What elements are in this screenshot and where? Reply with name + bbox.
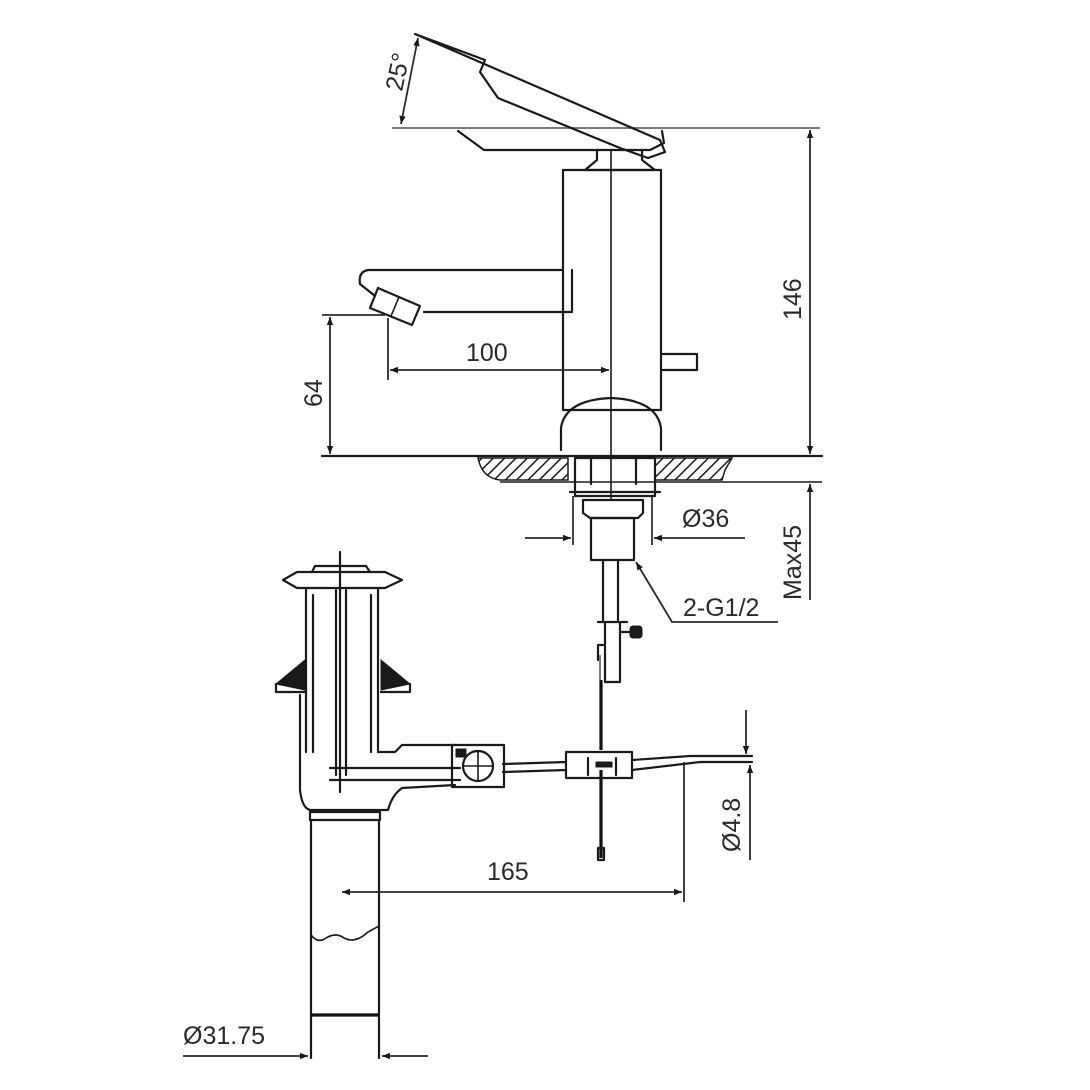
lever-handle-closed xyxy=(456,129,666,152)
pop-up-knob xyxy=(659,352,699,372)
clevis-strap-connector xyxy=(564,750,634,780)
label-rod-diameter: Ø4.8 xyxy=(718,798,746,852)
countertop xyxy=(320,454,824,622)
deck-hatch-left xyxy=(477,457,569,481)
label-spout-height: 64 xyxy=(300,379,328,407)
cartridge-cap xyxy=(583,148,657,172)
waste-body-tube xyxy=(304,586,380,754)
clevis-clip xyxy=(596,620,629,684)
deck-hatch-right xyxy=(654,457,734,481)
label-supply-thread: 2-G1/2 xyxy=(683,594,759,622)
pivot-ball-rod xyxy=(328,766,462,782)
body-dome xyxy=(559,396,663,452)
shank-upper xyxy=(573,456,657,498)
gasket-left xyxy=(274,658,306,691)
lift-rod-assembly xyxy=(501,620,754,862)
shank-lower xyxy=(589,516,636,562)
label-shank-diameter: Ø36 xyxy=(682,505,729,533)
body-cylinder xyxy=(561,168,663,412)
tailpiece xyxy=(309,818,381,1060)
dimensions xyxy=(183,37,814,1060)
spout-top xyxy=(358,268,565,298)
waste-tee-body xyxy=(298,693,457,812)
pop-up-waste xyxy=(274,550,506,1060)
gasket-right xyxy=(380,658,412,691)
pivot-nut xyxy=(450,743,506,789)
waste-flange xyxy=(281,570,404,590)
break-line xyxy=(310,925,380,942)
dim-lever-angle xyxy=(399,37,420,125)
aerator xyxy=(368,286,422,327)
label-waste-offset: 165 xyxy=(487,858,529,886)
mounting-nut xyxy=(581,498,645,520)
labels: 25° 146 Max45 64 100 Ø36 2-G1/2 Ø4.8 165… xyxy=(183,50,807,1050)
label-waste-diameter: Ø31.75 xyxy=(183,1022,265,1050)
label-spout-reach: 100 xyxy=(466,339,508,367)
pivot-rod xyxy=(501,760,568,774)
lever-handle-raised xyxy=(413,32,667,160)
label-max-deck: Max45 xyxy=(779,525,807,600)
label-total-height: 146 xyxy=(779,278,807,320)
faucet-body xyxy=(358,32,820,500)
leader-supply-thread xyxy=(635,561,778,623)
spout-bottom xyxy=(422,268,574,314)
label-lever-angle: 25° xyxy=(380,50,415,93)
tailpiece-ring xyxy=(308,810,382,822)
pivot-rod-end xyxy=(630,754,754,772)
